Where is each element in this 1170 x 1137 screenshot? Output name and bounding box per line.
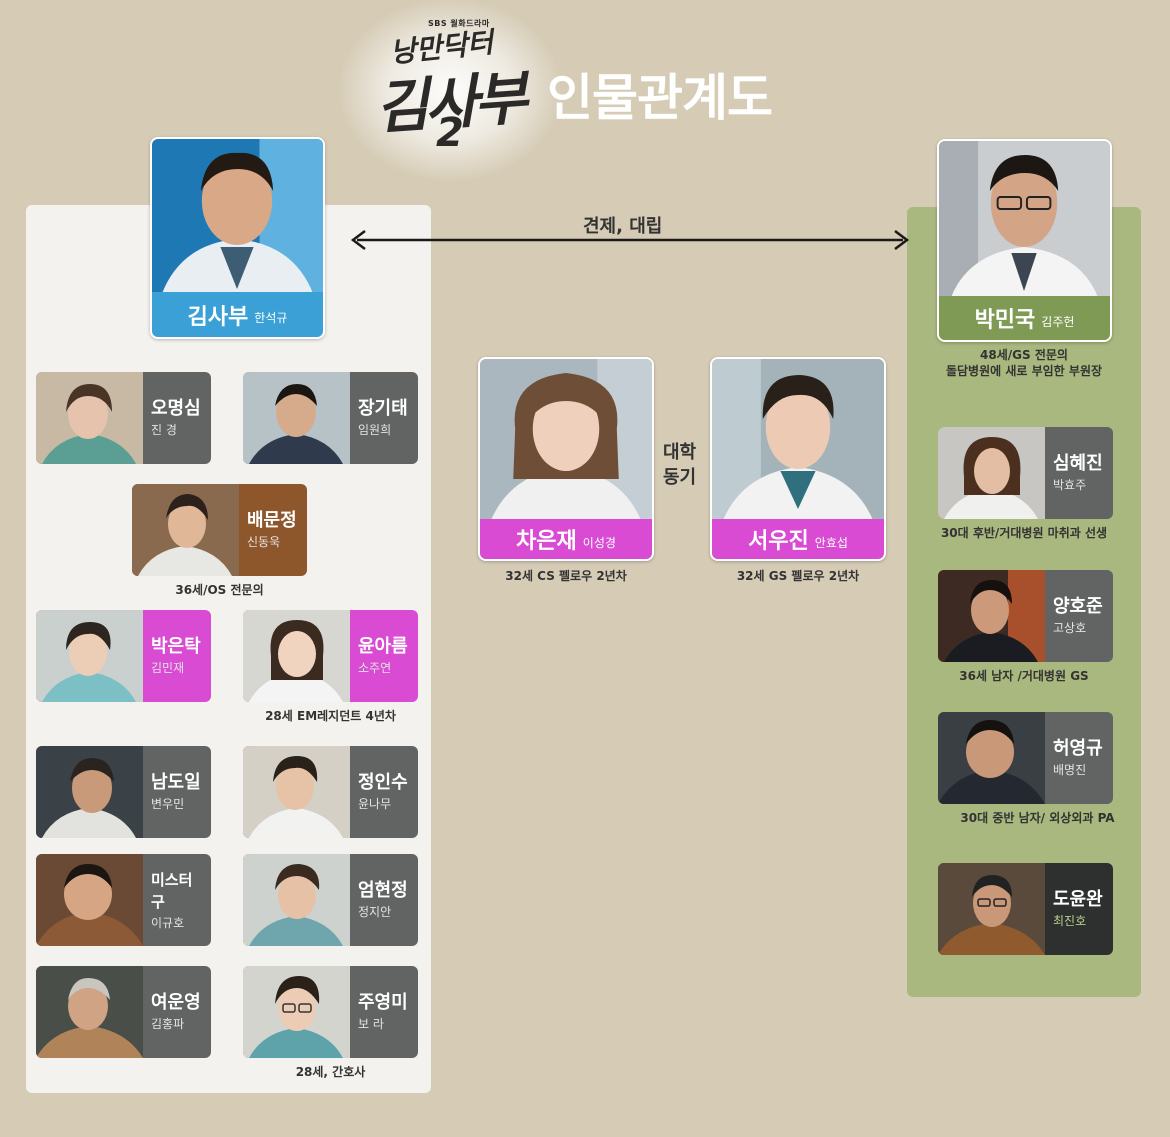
classmates-label-2: 동기 bbox=[663, 467, 697, 488]
ju-yeongmi-photo bbox=[243, 966, 350, 1058]
heo-yeonggyu-actor: 배명진 bbox=[1053, 763, 1087, 777]
seo-woojin-name: 서우진 bbox=[748, 529, 809, 554]
title-glow bbox=[340, 0, 560, 180]
cha-eunjae-name: 차은재 bbox=[516, 529, 577, 554]
yang-hojun-photo bbox=[938, 570, 1045, 662]
sim-hyejin-photo bbox=[938, 427, 1045, 519]
yoon-areum-photo bbox=[243, 610, 350, 702]
ju-yeongmi-actor: 보 라 bbox=[358, 1017, 384, 1031]
cha-eunjae-photo bbox=[480, 359, 652, 523]
kim-sabu-photo bbox=[152, 139, 323, 294]
logo-season-text: 2 bbox=[436, 110, 464, 156]
jeong-insu-name: 정인수 bbox=[358, 772, 408, 793]
lead-card-cha-eunjae[interactable]: 차은재 이성경 bbox=[478, 357, 654, 561]
jang-gitae-photo bbox=[243, 372, 350, 464]
classmates-label-1: 대학 bbox=[663, 442, 697, 463]
ju-yeongmi-name: 주영미 bbox=[358, 992, 408, 1013]
do-yunwan-actor: 최진호 bbox=[1053, 914, 1087, 928]
do-yunwan-name: 도윤완 bbox=[1053, 889, 1103, 910]
lead-card-kim-sabu[interactable]: 김사부 한석규 bbox=[150, 137, 325, 339]
cha-eunjae-caption: 32세 CS 펠로우 2년차 bbox=[505, 569, 627, 583]
park-euntak-name: 박은탁 bbox=[151, 636, 201, 657]
bae-munjeong-actor: 신동욱 bbox=[247, 535, 281, 549]
seo-woojin-photo bbox=[712, 359, 884, 523]
park-minguk-caption-1: 48세/GS 전문의 bbox=[980, 348, 1068, 362]
yeo-unyeong-actor: 김홍파 bbox=[151, 1017, 185, 1031]
eom-hyeonjeong-actor: 정지안 bbox=[358, 905, 392, 919]
sim-hyejin-actor: 박효주 bbox=[1053, 478, 1087, 492]
mister-gu-photo bbox=[36, 854, 143, 946]
park-euntak-photo bbox=[36, 610, 143, 702]
rivalry-label: 견제, 대립 bbox=[583, 216, 663, 237]
bae-munjeong-photo bbox=[132, 484, 239, 576]
lead-card-park-minguk[interactable]: 박민국 김주헌 bbox=[937, 139, 1112, 342]
ju-yeongmi-caption: 28세, 간호사 bbox=[295, 1065, 366, 1079]
heo-yeonggyu-photo bbox=[938, 712, 1045, 804]
mister-gu-name: 미스터 구 bbox=[151, 871, 193, 911]
nam-doil-actor: 변우민 bbox=[151, 797, 185, 811]
seo-woojin-caption: 32세 GS 펠로우 2년차 bbox=[736, 569, 860, 583]
yoon-areum-caption: 28세 EM레지던트 4년차 bbox=[265, 709, 396, 723]
bae-munjeong-caption: 36세/OS 전문의 bbox=[175, 583, 264, 597]
nam-doil-name: 남도일 bbox=[151, 772, 201, 793]
kim-sabu-actor: 한석규 bbox=[254, 311, 288, 325]
sim-hyejin-name: 심혜진 bbox=[1053, 453, 1103, 474]
yang-hojun-caption: 36세 남자 /거대병원 GS bbox=[959, 669, 1089, 683]
oh-myungsim-actor: 진 경 bbox=[151, 423, 177, 437]
lead-card-seo-woojin[interactable]: 서우진 안효섭 bbox=[710, 357, 886, 561]
park-minguk-name: 박민국 bbox=[974, 308, 1036, 333]
bae-munjeong-name: 배문정 bbox=[247, 510, 297, 531]
yeo-unyeong-photo bbox=[36, 966, 143, 1058]
park-minguk-photo bbox=[939, 141, 1110, 298]
oh-myungsim-name: 오명심 bbox=[151, 398, 201, 419]
jang-gitae-actor: 임원희 bbox=[358, 423, 392, 437]
jeong-insu-photo bbox=[243, 746, 350, 838]
eom-hyeonjeong-photo bbox=[243, 854, 350, 946]
jeong-insu-actor: 윤나무 bbox=[358, 797, 392, 811]
yang-hojun-actor: 고상호 bbox=[1053, 621, 1087, 635]
nam-doil-photo bbox=[36, 746, 143, 838]
mister-gu-actor: 이규호 bbox=[151, 916, 185, 930]
heo-yeonggyu-caption: 30대 중반 남자/ 외상외과 PA bbox=[960, 811, 1115, 825]
network-label: SBS 월화드라마 bbox=[428, 19, 490, 28]
rivalry-arrow bbox=[350, 230, 910, 250]
heo-yeonggyu-name: 허영규 bbox=[1053, 738, 1103, 759]
yoon-areum-name: 윤아름 bbox=[358, 636, 408, 657]
yang-hojun-name: 양호준 bbox=[1053, 596, 1103, 617]
yeo-unyeong-name: 여운영 bbox=[151, 992, 201, 1013]
park-euntak-actor: 김민재 bbox=[151, 661, 185, 675]
page-title: 인물관계도 bbox=[547, 69, 773, 127]
yoon-areum-actor: 소주연 bbox=[358, 661, 392, 675]
do-yunwan-photo bbox=[938, 863, 1045, 955]
oh-myungsim-photo bbox=[36, 372, 143, 464]
park-minguk-actor: 김주헌 bbox=[1041, 314, 1075, 329]
jang-gitae-name: 장기태 bbox=[358, 398, 408, 419]
park-minguk-caption-2: 돌담병원에 새로 부임한 부원장 bbox=[945, 364, 1103, 378]
sim-hyejin-caption: 30대 후반/거대병원 마취과 선생 bbox=[940, 526, 1108, 540]
seo-woojin-actor: 안효섭 bbox=[814, 535, 848, 550]
eom-hyeonjeong-name: 엄현정 bbox=[358, 880, 408, 901]
cha-eunjae-actor: 이성경 bbox=[582, 535, 616, 550]
kim-sabu-name: 김사부 bbox=[187, 304, 249, 330]
